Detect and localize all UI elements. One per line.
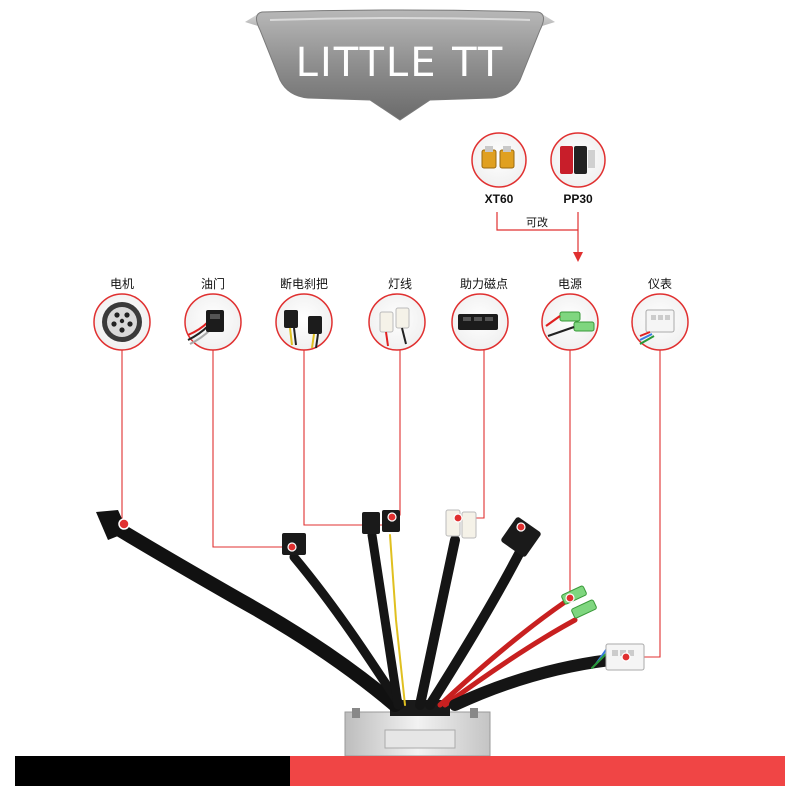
connector-circle-power xyxy=(541,293,599,351)
connector-label-pas: 助力磁点 xyxy=(460,276,508,291)
battery-option-label-pp30: PP30 xyxy=(563,192,593,206)
brand-banner xyxy=(245,9,555,121)
xt60-connector-icon xyxy=(481,146,515,169)
connector-label-throttle: 油门 xyxy=(201,276,225,291)
light-plug-icon xyxy=(379,307,410,347)
throttle-plug-icon xyxy=(187,310,224,345)
battery-option-note: 可改 xyxy=(526,215,548,229)
battery-option-label-xt60: XT60 xyxy=(485,192,514,206)
connector-label-light: 灯线 xyxy=(388,277,412,291)
connector-circle-throttle xyxy=(184,293,242,351)
pas-plug-icon xyxy=(458,314,498,330)
battery-option-xt60-circle xyxy=(471,132,527,188)
display-plug-icon xyxy=(639,309,675,345)
footer-bar-black xyxy=(15,756,290,786)
power-plug-icon xyxy=(545,311,595,338)
connector-circle-display xyxy=(631,293,689,351)
connector-circle-pas xyxy=(451,293,509,351)
footer-bar-red xyxy=(290,756,785,786)
brand-logo-text: LITTLE TT xyxy=(296,40,505,86)
connector-circle-brake xyxy=(275,293,333,351)
connector-circle-light xyxy=(368,293,426,351)
motor-plug-icon xyxy=(102,302,142,342)
arrow-down-icon xyxy=(573,252,583,262)
battery-option-bracket xyxy=(496,212,578,231)
controller-box xyxy=(344,700,491,757)
connector-circle-motor xyxy=(93,293,151,351)
connector-label-motor: 电机 xyxy=(110,277,134,291)
pp30-connector-icon xyxy=(560,146,595,174)
battery-option-pp30-circle xyxy=(550,132,606,188)
connector-label-display: 仪表 xyxy=(648,277,672,291)
harness-plugs xyxy=(96,509,645,671)
connector-label-brake: 断电刹把 xyxy=(280,276,328,291)
harness-cables xyxy=(113,523,616,712)
connector-label-power: 电源 xyxy=(558,277,582,291)
brake-plug-icon xyxy=(284,310,322,349)
